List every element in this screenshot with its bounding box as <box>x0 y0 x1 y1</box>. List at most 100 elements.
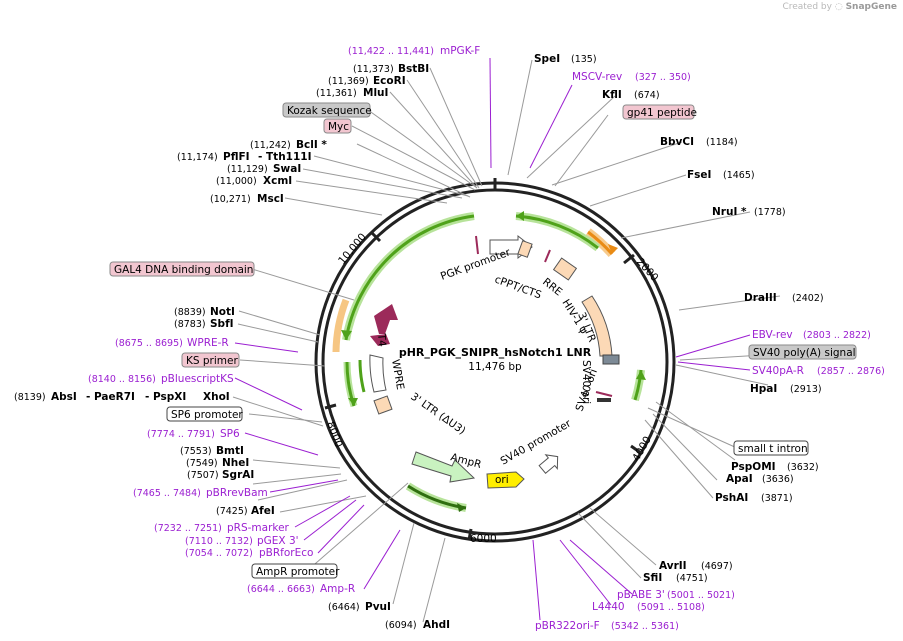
rre-box <box>552 257 578 281</box>
sv40-promoter-arrow <box>538 454 559 474</box>
site-PflFI-pos: (11,174) <box>177 152 218 163</box>
feature-arcs <box>332 212 645 512</box>
site-BclI: BclI * <box>296 139 327 151</box>
tick-6000 <box>467 528 473 541</box>
label-sv40ori: SV40 ori <box>580 360 592 404</box>
box-kozak <box>282 102 371 118</box>
primer-mPGKF-pos: (11,422 .. 11,441) <box>348 46 434 57</box>
site-MluI-pos: (11,361) <box>316 88 357 99</box>
primer-SV40pAR-pos: (2857 .. 2876) <box>817 366 885 377</box>
site-FseI-pos: (1465) <box>723 170 755 181</box>
site-PspOMI-pos: (3632) <box>787 462 819 473</box>
sites-left: (6094) AhdI (6464) PvuI (7425) AfeI (750… <box>14 63 450 631</box>
primer-pBluescriptKS: pBluescriptKS <box>161 373 234 385</box>
arrowhead-orange-top <box>608 244 618 254</box>
tick-8000 <box>324 403 337 410</box>
primer-MSCVrev: MSCV-rev <box>572 71 622 83</box>
arrowhead-green-right <box>636 370 646 380</box>
site-AfeI-pos: (7425) <box>216 506 248 517</box>
site-PaeR7I: - PaeR7I <box>86 391 135 403</box>
primer-AmpR: Amp-R <box>320 583 355 595</box>
site-AbsI: AbsI <box>51 391 77 403</box>
label-gp41: gp41 peptide <box>627 107 697 119</box>
site-XcmI: XcmI <box>263 175 292 187</box>
primer-lines <box>234 57 751 621</box>
label-3ltr-du3: 3' LTR (ΔU3) <box>408 391 467 438</box>
box-ksprimer <box>181 352 240 368</box>
site-BbvCI-pos: (1184) <box>706 137 738 148</box>
site-SbfI: SbfI <box>210 318 234 330</box>
arrowhead-green-top <box>516 211 524 221</box>
box-sv40polyA <box>748 344 857 360</box>
tick-2000 <box>623 253 635 265</box>
arrow-green-top-core <box>515 214 599 250</box>
site-PshAI-pos: (3871) <box>761 493 793 504</box>
site-EcoRI: EcoRI <box>373 75 406 87</box>
site-XhoI: XhoI <box>203 391 230 403</box>
arrowhead-green-left <box>341 330 352 340</box>
box-ampr-promoter <box>251 563 338 579</box>
site-PvuI: PvuI <box>365 601 391 613</box>
primer-L4440-pos: (5091 .. 5108) <box>637 602 705 613</box>
site-NruI-pos: (1778) <box>754 207 786 218</box>
site-AvrII-pos: (4697) <box>701 561 733 572</box>
kozak-mark <box>475 235 479 255</box>
site-BmtI-pos: (7553) <box>180 446 212 457</box>
box-small-t <box>733 440 809 456</box>
site-AbsI-pos: (8139) <box>14 392 46 403</box>
label-ori: ori <box>495 474 509 486</box>
label-sv40polyA: SV40 poly(A) signal <box>753 347 856 359</box>
site-BstBI-pos: (11,373) <box>353 64 394 75</box>
site-SpeI: SpeI <box>534 53 560 65</box>
arrowhead-green-left-inner <box>348 398 358 406</box>
site-AfeI: AfeI <box>251 505 275 517</box>
site-PflFI: PflFI <box>223 151 250 163</box>
box-sp6-promoter <box>166 406 243 422</box>
tick-label-8000: 8000 <box>324 420 344 449</box>
primer-pBRforEco-pos: (7054 .. 7072) <box>185 548 253 559</box>
ampr-arrow <box>411 451 476 483</box>
site-BstBI: BstBI <box>398 63 429 75</box>
site-SbfI-pos: (8783) <box>174 319 206 330</box>
site-XcmI-pos: (11,000) <box>216 176 257 187</box>
label-myc: Myc <box>328 121 349 133</box>
site-BmtI: BmtI <box>216 445 244 457</box>
site-SwaI-pos: (11,129) <box>227 164 268 175</box>
primer-pBluescriptKS-pos: (8140 .. 8156) <box>88 374 156 385</box>
site-SgrAI-pos: (7507) <box>187 470 219 481</box>
site-BbvCI: BbvCI <box>660 136 694 148</box>
position-ticks <box>324 178 642 541</box>
site-PspOMI: PspOMI <box>731 461 776 473</box>
label-sv40-promoter: SV40 promoter <box>499 417 574 467</box>
site-BclI-pos: (11,242) <box>250 140 291 151</box>
primer-pBRforEco: pBRforEco <box>259 547 313 559</box>
site-AhdI-pos: (6094) <box>385 620 417 631</box>
box-myc <box>323 118 352 134</box>
sv40-polyA-mark <box>595 391 613 397</box>
snapgene-logo-icon: ◌ <box>834 2 843 12</box>
site-Tth111I: - Tth111I <box>258 151 312 163</box>
arrowheads <box>341 211 646 512</box>
plasmid-size: 11,476 bp <box>468 361 522 373</box>
site-NheI: NheI <box>222 457 249 469</box>
primer-WPRER: WPRE-R <box>187 337 229 349</box>
label-rre: RRE <box>540 276 564 299</box>
site-NheI-pos: (7549) <box>186 458 218 469</box>
myc-arrow <box>370 334 390 346</box>
site-PvuI-pos: (6464) <box>328 602 360 613</box>
sv40-polyA-box <box>602 354 620 365</box>
primer-EBVrev: EBV-rev <box>752 329 793 341</box>
site-PspXI: - PspXI <box>145 391 186 403</box>
site-ApaI: ApaI <box>726 473 753 485</box>
site-SgrAI: SgrAI <box>222 469 254 481</box>
label-gal4: GAL4 DNA binding domain <box>114 264 253 276</box>
plasmid-name: pHR_PGK_SNIPR_hsNotch1 LNR <box>399 346 592 359</box>
site-NotI: NotI <box>210 306 235 318</box>
label-ampr-promoter: AmpR promoter <box>256 566 340 578</box>
primer-WPRER-pos: (8675 .. 8695) <box>115 338 183 349</box>
site-HpaI: HpaI <box>750 383 777 395</box>
tick-label-6000: 6000 <box>470 533 497 545</box>
site-AvrII: AvrII <box>659 560 687 572</box>
box-gp41 <box>622 104 695 120</box>
